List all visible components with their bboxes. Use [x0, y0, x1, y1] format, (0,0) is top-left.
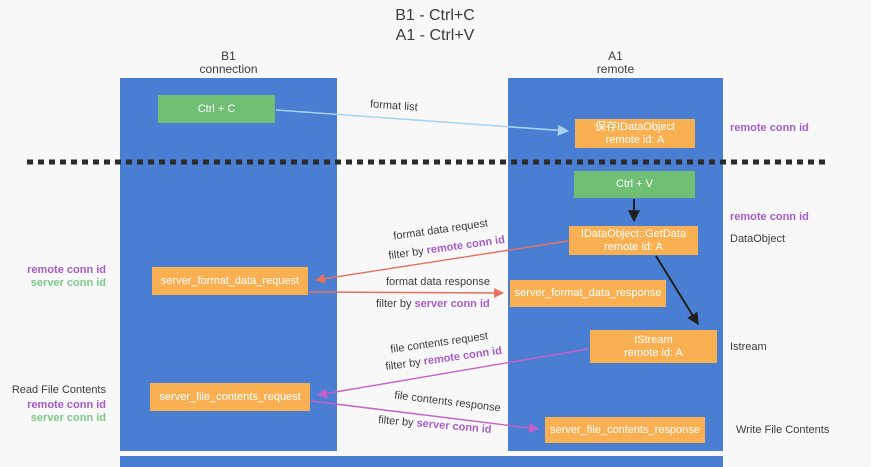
label-format-list-text: format list — [369, 98, 419, 114]
node-server-format-data-request-label: server_format_data_request — [160, 274, 300, 287]
label-server-conn-id-text: server conn id — [416, 417, 493, 436]
node-istream-line2: remote id: A — [624, 346, 683, 359]
lane-header-b1: B1 connection — [120, 50, 337, 76]
node-ctrl-v-label: Ctrl + V — [616, 178, 653, 190]
lane-header-a1: A1 remote — [508, 50, 723, 76]
node-save-idataobject: 保存IDataObject remote id: A — [575, 119, 695, 148]
left-read-file-contents: Read File Contents — [0, 384, 106, 397]
label-format-data-response-text: format data response — [386, 276, 490, 288]
node-server-format-data-request: server_format_data_request — [152, 267, 308, 295]
label-file-contents-response-text: file contents response — [393, 389, 502, 415]
label-remote-conn-id-text: remote conn id — [425, 233, 506, 257]
left-remote-conn-id-2: remote conn id — [27, 399, 106, 411]
node-idataobject-getdata: IDataObject::GetData remote id: A — [569, 226, 698, 255]
node-server-format-data-response: server_format_data_response — [510, 280, 666, 307]
side-remote-conn-id-mid: remote conn id — [730, 211, 809, 223]
node-ctrl-c-label: Ctrl + C — [197, 102, 236, 115]
node-ctrl-v: Ctrl + V — [574, 171, 695, 198]
left-server-conn-id-1: server conn id — [30, 277, 106, 289]
side-dataobject: DataObject — [730, 233, 785, 245]
node-server-file-contents-response-label: server_file_contents_response — [550, 423, 700, 436]
side-dataobject-text: DataObject — [730, 233, 786, 245]
side-write-file-contents-text: Write File Contents — [736, 424, 830, 436]
node-save-idataobject-line1: 保存IDataObject — [594, 120, 676, 133]
node-server-format-data-response-label: server_format_data_response — [514, 287, 662, 299]
side-istream-text: Istream — [730, 341, 767, 353]
node-istream: IStream remote id: A — [590, 330, 717, 363]
lane-b1-subtitle: connection — [199, 62, 258, 76]
label-file-contents-response: file contents response — [394, 390, 502, 415]
lane-b1-title: B1 — [221, 49, 236, 63]
node-istream-line1: IStream — [634, 333, 673, 346]
label-filter-server-1: filter by server conn id — [376, 298, 490, 310]
side-istream: Istream — [730, 341, 767, 353]
side-remote-conn-id-top: remote conn id — [730, 122, 809, 134]
label-format-data-response: format data response — [386, 276, 490, 288]
node-server-file-contents-request: server_file_contents_request — [150, 383, 310, 411]
label-filter-by-text: filter by — [387, 245, 425, 263]
title-line2: A1 - Ctrl+V — [395, 27, 475, 44]
label-filter-by-text: filter by — [376, 298, 412, 310]
arrow-format-data-response — [308, 288, 504, 298]
title-line1: B1 - Ctrl+C — [395, 7, 475, 24]
diagram-title: B1 - Ctrl+C A1 - Ctrl+V — [300, 6, 570, 46]
left-conn-ids-1: remote conn id server conn id — [0, 264, 106, 290]
node-server-file-contents-request-label: server_file_contents_request — [159, 390, 301, 403]
node-server-file-contents-response: server_file_contents_response — [545, 417, 705, 443]
label-filter-by-text: filter by — [384, 356, 422, 374]
side-write-file-contents: Write File Contents — [736, 424, 829, 436]
label-format-list: format list — [370, 98, 418, 113]
label-filter-by-text: filter by — [377, 414, 415, 430]
left-read-file-contents-text: Read File Contents — [11, 384, 106, 396]
left-remote-conn-id-1: remote conn id — [27, 264, 106, 276]
node-idataobject-getdata-line2: remote id: A — [604, 240, 663, 253]
node-idataobject-getdata-line1: IDataObject::GetData — [580, 227, 687, 240]
left-server-conn-id-2: server conn id — [30, 412, 106, 424]
bottom-network-strip — [120, 456, 723, 467]
lane-a1-subtitle: remote — [596, 62, 635, 76]
node-ctrl-c: Ctrl + C — [158, 95, 275, 123]
label-filter-server-2: filter by server conn id — [378, 414, 492, 436]
node-save-idataobject-line2: remote id: A — [605, 133, 665, 146]
label-server-conn-id-text: server conn id — [414, 298, 490, 310]
lane-a1-title: A1 — [608, 49, 623, 63]
side-remote-conn-id-mid-text: remote conn id — [730, 211, 809, 223]
side-remote-conn-id-top-text: remote conn id — [730, 122, 809, 134]
left-conn-ids-2: remote conn id server conn id — [0, 399, 106, 425]
